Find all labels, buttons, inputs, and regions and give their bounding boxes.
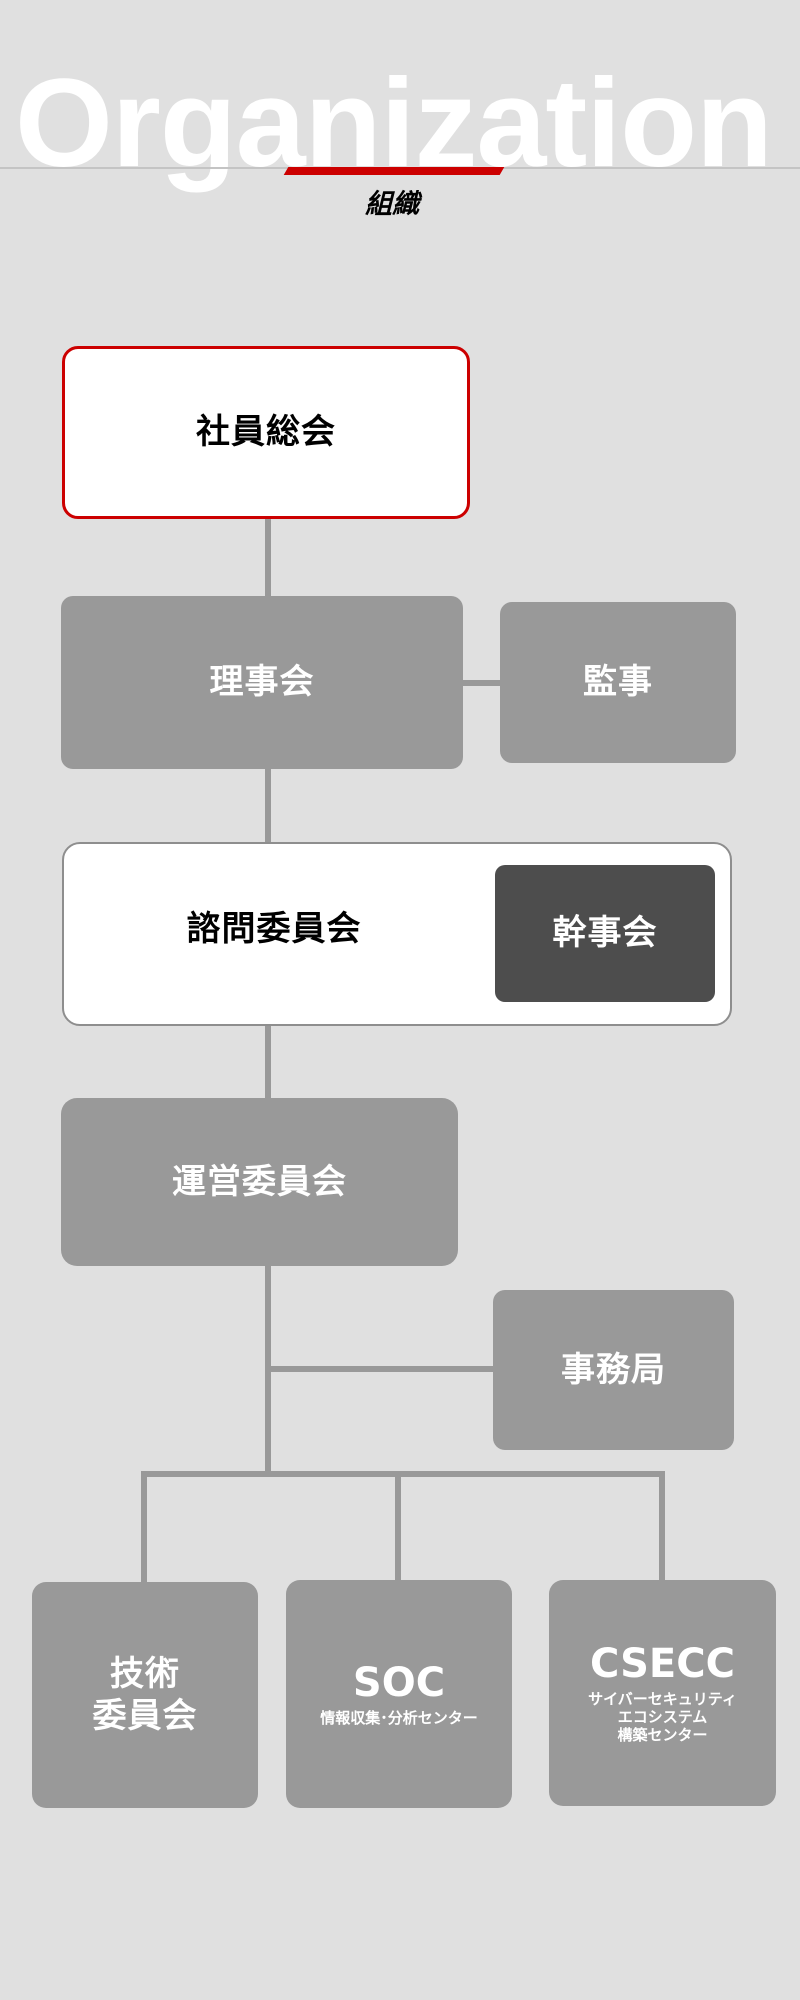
csecc-subtitle-line3: 構築センター <box>617 1726 708 1744</box>
auditor-box: 監事 <box>500 602 736 763</box>
connector <box>141 1471 147 1582</box>
technical-committee-line1: 技術 <box>110 1653 180 1694</box>
general-assembly-box: 社員総会 <box>62 346 470 519</box>
secretaries-label: 幹事会 <box>552 913 658 954</box>
steering-committee-label: 運営委員会 <box>172 1161 347 1202</box>
board-label: 理事会 <box>209 662 315 703</box>
connector <box>265 1026 271 1098</box>
soc-title: SOC <box>352 1660 446 1706</box>
csecc-subtitle-line2: エコシステム <box>617 1708 708 1726</box>
connector <box>268 1366 493 1372</box>
connector <box>463 680 500 686</box>
csecc-title: CSECC <box>590 1641 735 1687</box>
connector <box>395 1471 401 1580</box>
technical-committee-box: 技術 委員会 <box>32 1582 258 1808</box>
technical-committee-line2: 委員会 <box>92 1696 198 1736</box>
csecc-box: CSECC サイバーセキュリティ エコシステム 構築センター <box>549 1580 776 1806</box>
soc-subtitle: 情報収集･分析センター <box>320 1709 478 1727</box>
board-box: 理事会 <box>61 596 463 769</box>
general-assembly-label: 社員総会 <box>196 412 336 453</box>
secretaries-box: 幹事会 <box>495 865 715 1002</box>
connector <box>265 519 271 596</box>
soc-box: SOC 情報収集･分析センター <box>286 1580 512 1808</box>
accent-bar <box>283 167 505 175</box>
page-title-background: Organization <box>15 54 773 193</box>
connector <box>265 769 271 842</box>
csecc-subtitle-line1: サイバーセキュリティ <box>588 1690 737 1708</box>
secretariat-label: 事務局 <box>561 1349 666 1390</box>
connector <box>659 1471 665 1580</box>
steering-committee-box: 運営委員会 <box>61 1098 458 1266</box>
secretariat-box: 事務局 <box>493 1290 734 1450</box>
advisory-committee-label: 諮問委員会 <box>186 909 362 949</box>
connector <box>141 1471 665 1477</box>
auditor-label: 監事 <box>583 662 653 703</box>
page-subtitle: 組織 <box>365 189 419 220</box>
